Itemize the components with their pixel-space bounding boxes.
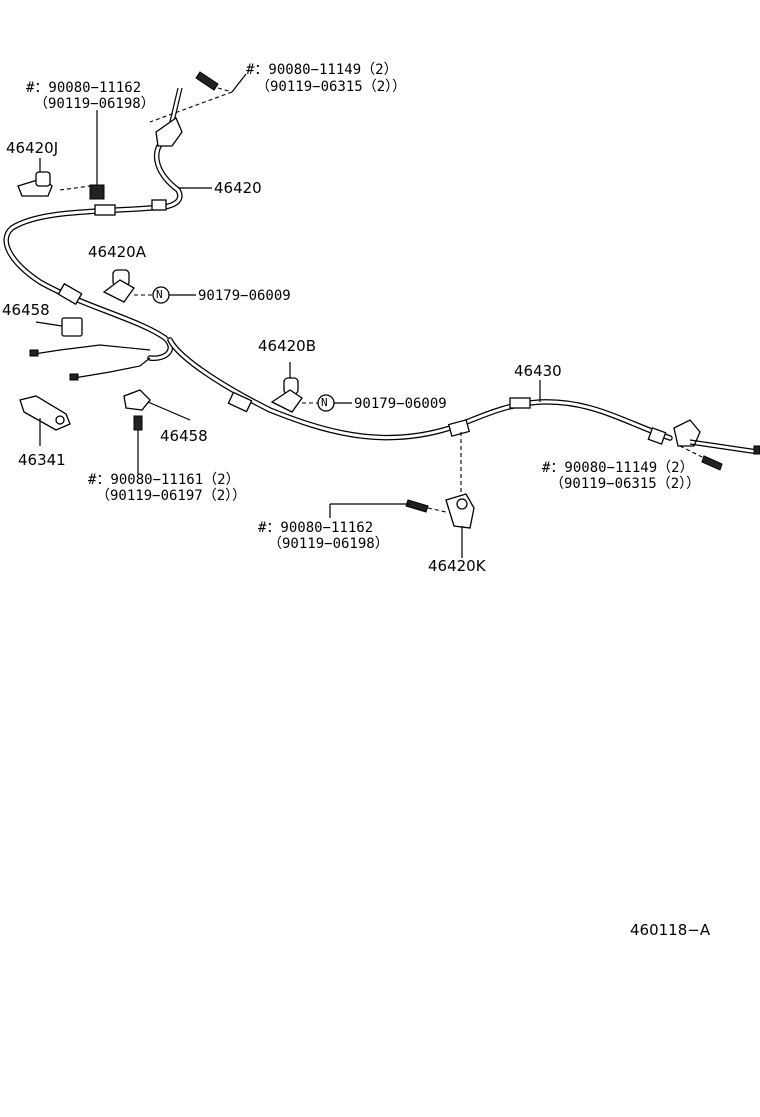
label-part-46420K: 46420K xyxy=(428,557,486,575)
label-part-46420A: 46420A xyxy=(88,243,146,261)
label-bolt-center-2: （90119−06198） xyxy=(268,536,389,552)
cable-sleeve xyxy=(151,199,167,211)
bolt-46458 xyxy=(133,415,143,431)
label-bolt-center-1: #：90080−11162 xyxy=(258,520,374,536)
label-bolt-top-right-1: #：90080−11149（2） xyxy=(246,62,398,78)
nut-symbol-b: N xyxy=(321,396,328,409)
label-part-46420B: 46420B xyxy=(258,337,317,355)
label-part-46420J: 46420J xyxy=(6,139,59,157)
rod-right xyxy=(689,439,759,451)
label-nut-b: 90179−06009 xyxy=(354,396,447,412)
cable-sleeve xyxy=(647,427,667,445)
cable-sleeve xyxy=(509,397,531,409)
label-bolt-right-1: #：90080−11149（2） xyxy=(542,460,694,476)
cable-end-lower xyxy=(73,357,151,379)
label-part-46420: 46420 xyxy=(214,179,262,197)
lever-46341 xyxy=(19,395,71,431)
label-bolt-top-left-1: #：90080−11162 xyxy=(26,80,142,96)
label-part-46458-bottom: 46458 xyxy=(160,427,208,445)
cable-end-upper xyxy=(33,344,151,355)
label-bolt-mid-left-1: #：90080−11161（2） xyxy=(88,472,240,488)
bracket-right xyxy=(673,419,701,447)
label-part-46341: 46341 xyxy=(18,451,66,469)
cable-sleeve xyxy=(57,282,83,306)
label-bolt-top-right-2: （90119−06315（2）） xyxy=(256,79,407,95)
cable-sleeve xyxy=(227,391,253,413)
cable-46430 xyxy=(167,337,673,441)
bolt-right xyxy=(701,455,723,471)
label-part-46430: 46430 xyxy=(514,362,562,380)
grommet-46458-top xyxy=(61,317,83,337)
label-bolt-mid-left-2: （90119−06197（2）） xyxy=(96,488,247,504)
spring-bolt xyxy=(89,184,105,200)
label-nut-a: 90179−06009 xyxy=(198,288,291,304)
cable-sleeve xyxy=(447,419,471,437)
bolt-center xyxy=(405,499,429,513)
bracket-top xyxy=(155,117,183,147)
label-bolt-top-left-2: （90119−06198） xyxy=(34,96,155,112)
cable-sleeve xyxy=(94,204,116,216)
nut-symbol-a: N xyxy=(156,288,163,301)
label-part-46458-top: 46458 xyxy=(2,301,50,319)
bolt-top xyxy=(195,71,219,91)
bracket-46458-bottom xyxy=(123,389,151,411)
label-figure-code: 460118−A xyxy=(630,921,711,939)
label-bolt-right-2: （90119−06315（2）） xyxy=(550,476,701,492)
